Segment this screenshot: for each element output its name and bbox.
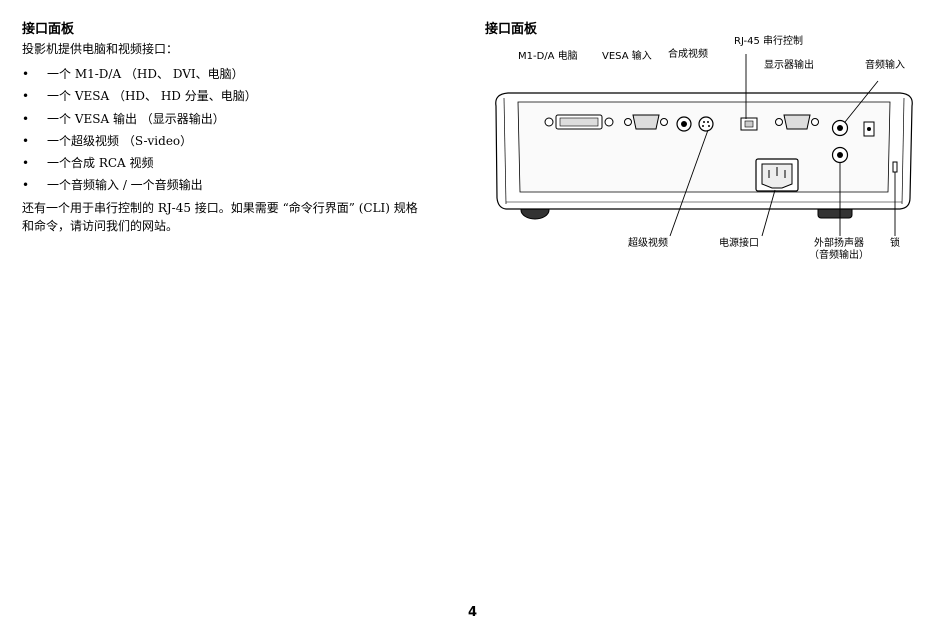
bullet-icon: • bbox=[22, 133, 30, 148]
label-rj45: RJ-45 串行控制 bbox=[734, 36, 804, 47]
intro-text: 投影机提供电脑和视频接口： bbox=[22, 42, 179, 56]
list-item: •一个超级视频 （S-video） bbox=[22, 130, 462, 152]
label-speaker: 外部扬声器 （音频输出） bbox=[809, 238, 869, 261]
lock-slot-icon bbox=[892, 161, 898, 173]
composite-port-icon bbox=[676, 116, 692, 132]
svideo-port-icon bbox=[698, 116, 714, 132]
diagram-heading: 接口面板 bbox=[485, 22, 538, 37]
audio-in-port-icon bbox=[831, 119, 849, 137]
bullet-icon: • bbox=[22, 156, 30, 171]
list-item: •一个 VESA （HD、 HD 分量、电脑） bbox=[22, 85, 462, 107]
vesa-in-port-icon bbox=[624, 114, 668, 130]
label-power: 电源接口 bbox=[719, 238, 759, 249]
rj45-port-icon bbox=[740, 117, 758, 131]
bullet-icon: • bbox=[22, 178, 30, 193]
label-lock: 锁 bbox=[890, 238, 900, 249]
label-audio-in: 音频输入 bbox=[865, 60, 905, 71]
monitor-out-port-icon bbox=[775, 114, 819, 130]
left-column: 接口面板 投影机提供电脑和视频接口： •一个 M1-D/A （HD、 DVI、电… bbox=[22, 18, 462, 235]
audio-out-port-icon bbox=[831, 146, 849, 164]
connector-panel-diagram: 接口面板 bbox=[482, 18, 922, 278]
label-svideo: 超级视频 bbox=[628, 238, 668, 249]
list-item: •一个 VESA 输出 （显示器输出） bbox=[22, 108, 462, 130]
bullet-icon: • bbox=[22, 111, 30, 126]
list-item: •一个音频输入 / 一个音频输出 bbox=[22, 174, 462, 196]
label-monitor-out: 显示器输出 bbox=[764, 60, 814, 71]
page-number: 4 bbox=[467, 605, 478, 620]
section-heading: 接口面板 bbox=[22, 22, 75, 37]
label-vesa-in: VESA 输入 bbox=[602, 51, 652, 62]
footer-paragraph: 还有一个用于串行控制的 RJ-45 接口。如果需要 “命令行界面” (CLI) … bbox=[22, 200, 418, 233]
power-socket-icon bbox=[755, 158, 799, 192]
label-m1da: M1-D/A 电脑 bbox=[518, 51, 578, 62]
connector-list: •一个 M1-D/A （HD、 DVI、电脑） •一个 VESA （HD、 HD… bbox=[22, 63, 462, 197]
list-item: •一个 M1-D/A （HD、 DVI、电脑） bbox=[22, 63, 462, 85]
m1da-port-icon bbox=[544, 114, 614, 130]
bullet-icon: • bbox=[22, 89, 30, 104]
label-composite: 合成视频 bbox=[668, 49, 708, 60]
list-item: •一个合成 RCA 视频 bbox=[22, 152, 462, 174]
bullet-icon: • bbox=[22, 67, 30, 81]
projector-rear-illustration bbox=[495, 54, 913, 237]
